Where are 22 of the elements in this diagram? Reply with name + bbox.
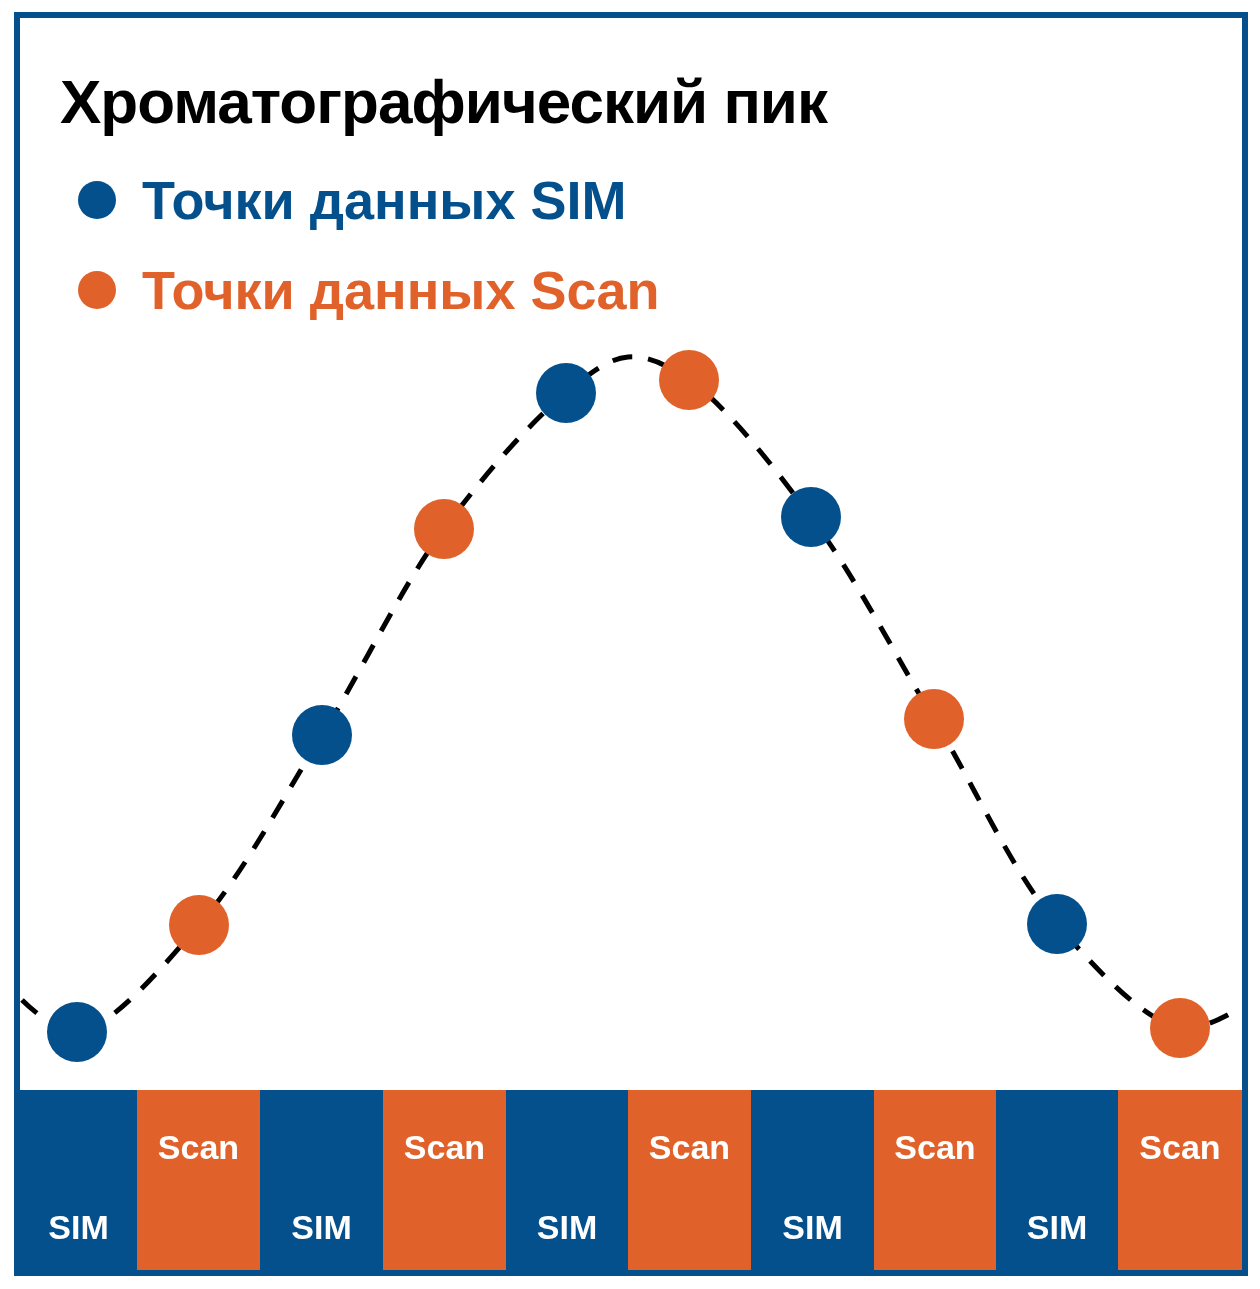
block-label: Scan: [1138, 1128, 1222, 1167]
block-label: SIM: [1025, 1208, 1089, 1247]
block-label: SIM: [781, 1208, 844, 1247]
block-label: Scan: [156, 1128, 241, 1167]
scan-mode-block: [628, 1090, 751, 1270]
scan-mode-block: [996, 1090, 1118, 1270]
scan-mode-block: [137, 1090, 260, 1270]
legend-label: Точки данных SIM: [142, 169, 627, 231]
scan-mode-block: [506, 1090, 628, 1270]
scan-mode-block: [1118, 1090, 1242, 1270]
scan-mode-block: [383, 1090, 506, 1270]
block-label: Scan: [402, 1128, 487, 1167]
block-label: Scan: [893, 1128, 977, 1167]
scan-mode-block: [751, 1090, 874, 1270]
block-label: Scan: [647, 1128, 732, 1167]
block-label: SIM: [290, 1208, 353, 1247]
block-label: SIM: [47, 1208, 110, 1247]
legend-label: Точки данных Scan: [142, 259, 660, 321]
scan-mode-block: [260, 1090, 383, 1270]
block-label: SIM: [535, 1208, 599, 1247]
chart-title: Хроматографический пик: [60, 66, 827, 137]
scan-mode-block: [874, 1090, 996, 1270]
